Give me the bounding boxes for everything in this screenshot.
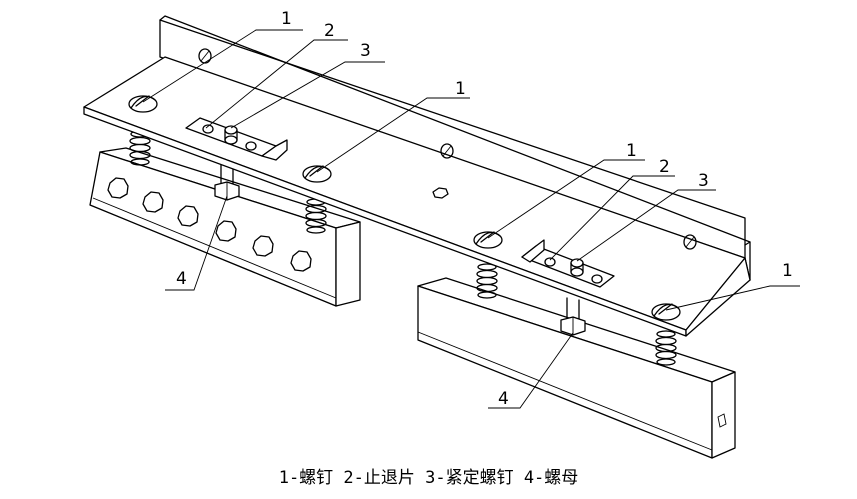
callout-nut-right: 4	[498, 389, 509, 409]
callout-screw-right: 1	[626, 141, 637, 161]
block-holes	[107, 177, 312, 272]
stop-plate-left	[185, 117, 288, 161]
callout-nut-left: 4	[176, 269, 187, 289]
callout-screw-middle: 1	[455, 79, 466, 99]
leader-lines	[142, 29, 800, 409]
callout-stop-plate-right: 2	[659, 157, 670, 177]
screw-1d	[651, 303, 681, 321]
screw-1c	[473, 231, 503, 249]
screw-1b	[302, 165, 332, 183]
left-nut	[214, 164, 240, 201]
callout-labels: 1 2 3 1 1 2 3 1 4 4	[176, 9, 793, 409]
stop-plate-right	[521, 239, 615, 288]
figure-caption: 1-螺钉 2-止退片 3-紧定螺钉 4-螺母	[278, 468, 579, 488]
set-screw-left	[224, 125, 238, 145]
right-nut	[560, 297, 586, 336]
callout-set-screw-right: 3	[698, 171, 709, 191]
set-screw-right	[570, 258, 584, 277]
screw-1a	[128, 95, 158, 113]
callout-stop-plate-left: 2	[324, 21, 335, 41]
callout-screw-far-right: 1	[782, 261, 793, 281]
right-springs	[476, 263, 677, 366]
callout-set-screw-left: 3	[360, 41, 371, 61]
callout-screw-top-left: 1	[281, 9, 292, 29]
